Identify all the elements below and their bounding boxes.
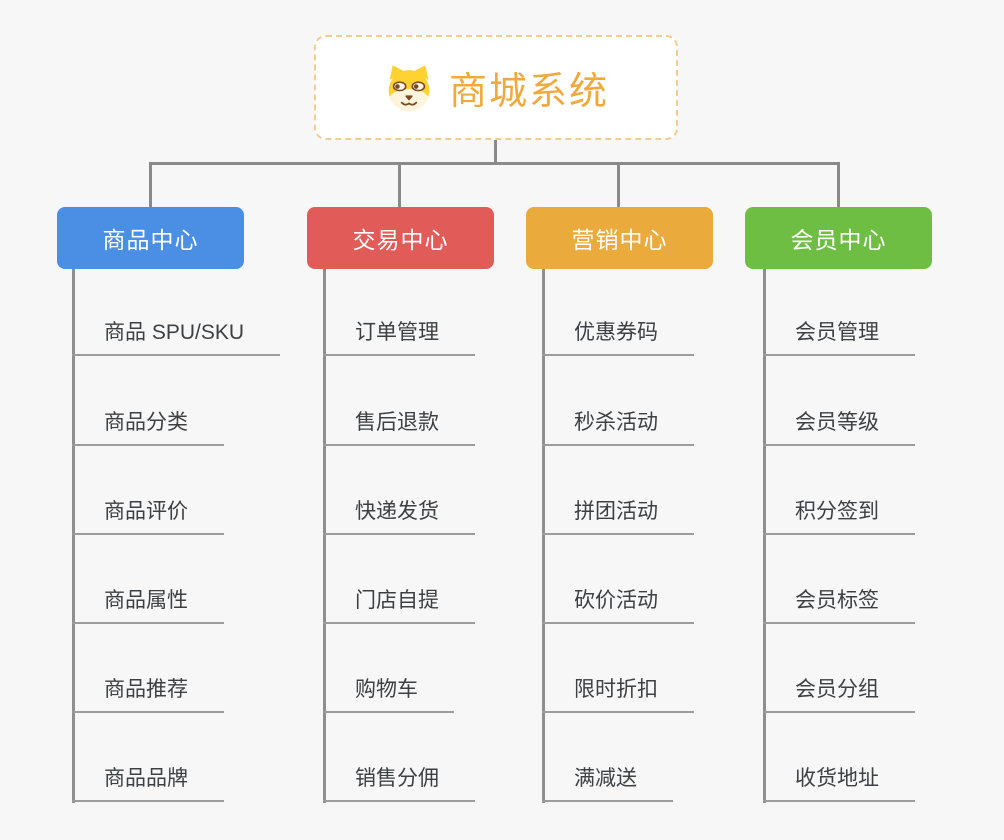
connector-horizontal [149, 162, 840, 165]
leaf-node[interactable]: 会员管理 [763, 320, 915, 356]
leaf-node[interactable]: 商品品牌 [72, 766, 224, 802]
root-title: 商城系统 [448, 71, 609, 113]
leaf-node[interactable]: 订单管理 [323, 320, 475, 356]
connector-root-stub [494, 138, 497, 164]
leaf-node[interactable]: 购物车 [323, 677, 454, 713]
connector-branch-stub [837, 162, 840, 208]
connector-branch-stub [617, 162, 620, 208]
leaf-node[interactable]: 满减送 [542, 766, 673, 802]
leaf-node[interactable]: 门店自提 [323, 588, 475, 624]
branch-node-product-center[interactable]: 商品中心 [57, 207, 244, 269]
leaf-node[interactable]: 限时折扣 [542, 677, 694, 713]
branch-node-trade-center[interactable]: 交易中心 [307, 207, 494, 269]
leaf-node[interactable]: 销售分佣 [323, 766, 475, 802]
leaf-node[interactable]: 会员分组 [763, 677, 915, 713]
leaf-node[interactable]: 积分签到 [763, 499, 915, 535]
root-node[interactable]: 商城系统 [314, 35, 678, 140]
leaf-node[interactable]: 售后退款 [323, 410, 475, 446]
connector-column-line [542, 268, 545, 803]
leaf-node[interactable]: 商品推荐 [72, 677, 224, 713]
leaf-node[interactable]: 收货地址 [763, 766, 915, 802]
leaf-node[interactable]: 商品评价 [72, 499, 224, 535]
leaf-node[interactable]: 砍价活动 [542, 588, 694, 624]
leaf-node[interactable]: 优惠券码 [542, 320, 694, 356]
leaf-node[interactable]: 会员标签 [763, 588, 915, 624]
leaf-node[interactable]: 秒杀活动 [542, 410, 694, 446]
connector-column-line [72, 268, 75, 803]
connector-branch-stub [149, 162, 152, 208]
leaf-node[interactable]: 快递发货 [323, 499, 475, 535]
connector-column-line [323, 268, 326, 803]
leaf-node[interactable]: 商品属性 [72, 588, 224, 624]
leaf-node[interactable]: 会员等级 [763, 410, 915, 446]
shiba-dog-icon [383, 62, 435, 114]
branch-node-member-center[interactable]: 会员中心 [745, 207, 932, 269]
connector-branch-stub [398, 162, 401, 208]
branch-node-marketing-center[interactable]: 营销中心 [526, 207, 713, 269]
leaf-node[interactable]: 商品分类 [72, 410, 224, 446]
connector-column-line [763, 268, 766, 803]
leaf-node[interactable]: 拼团活动 [542, 499, 694, 535]
leaf-node[interactable]: 商品 SPU/SKU [72, 320, 281, 356]
